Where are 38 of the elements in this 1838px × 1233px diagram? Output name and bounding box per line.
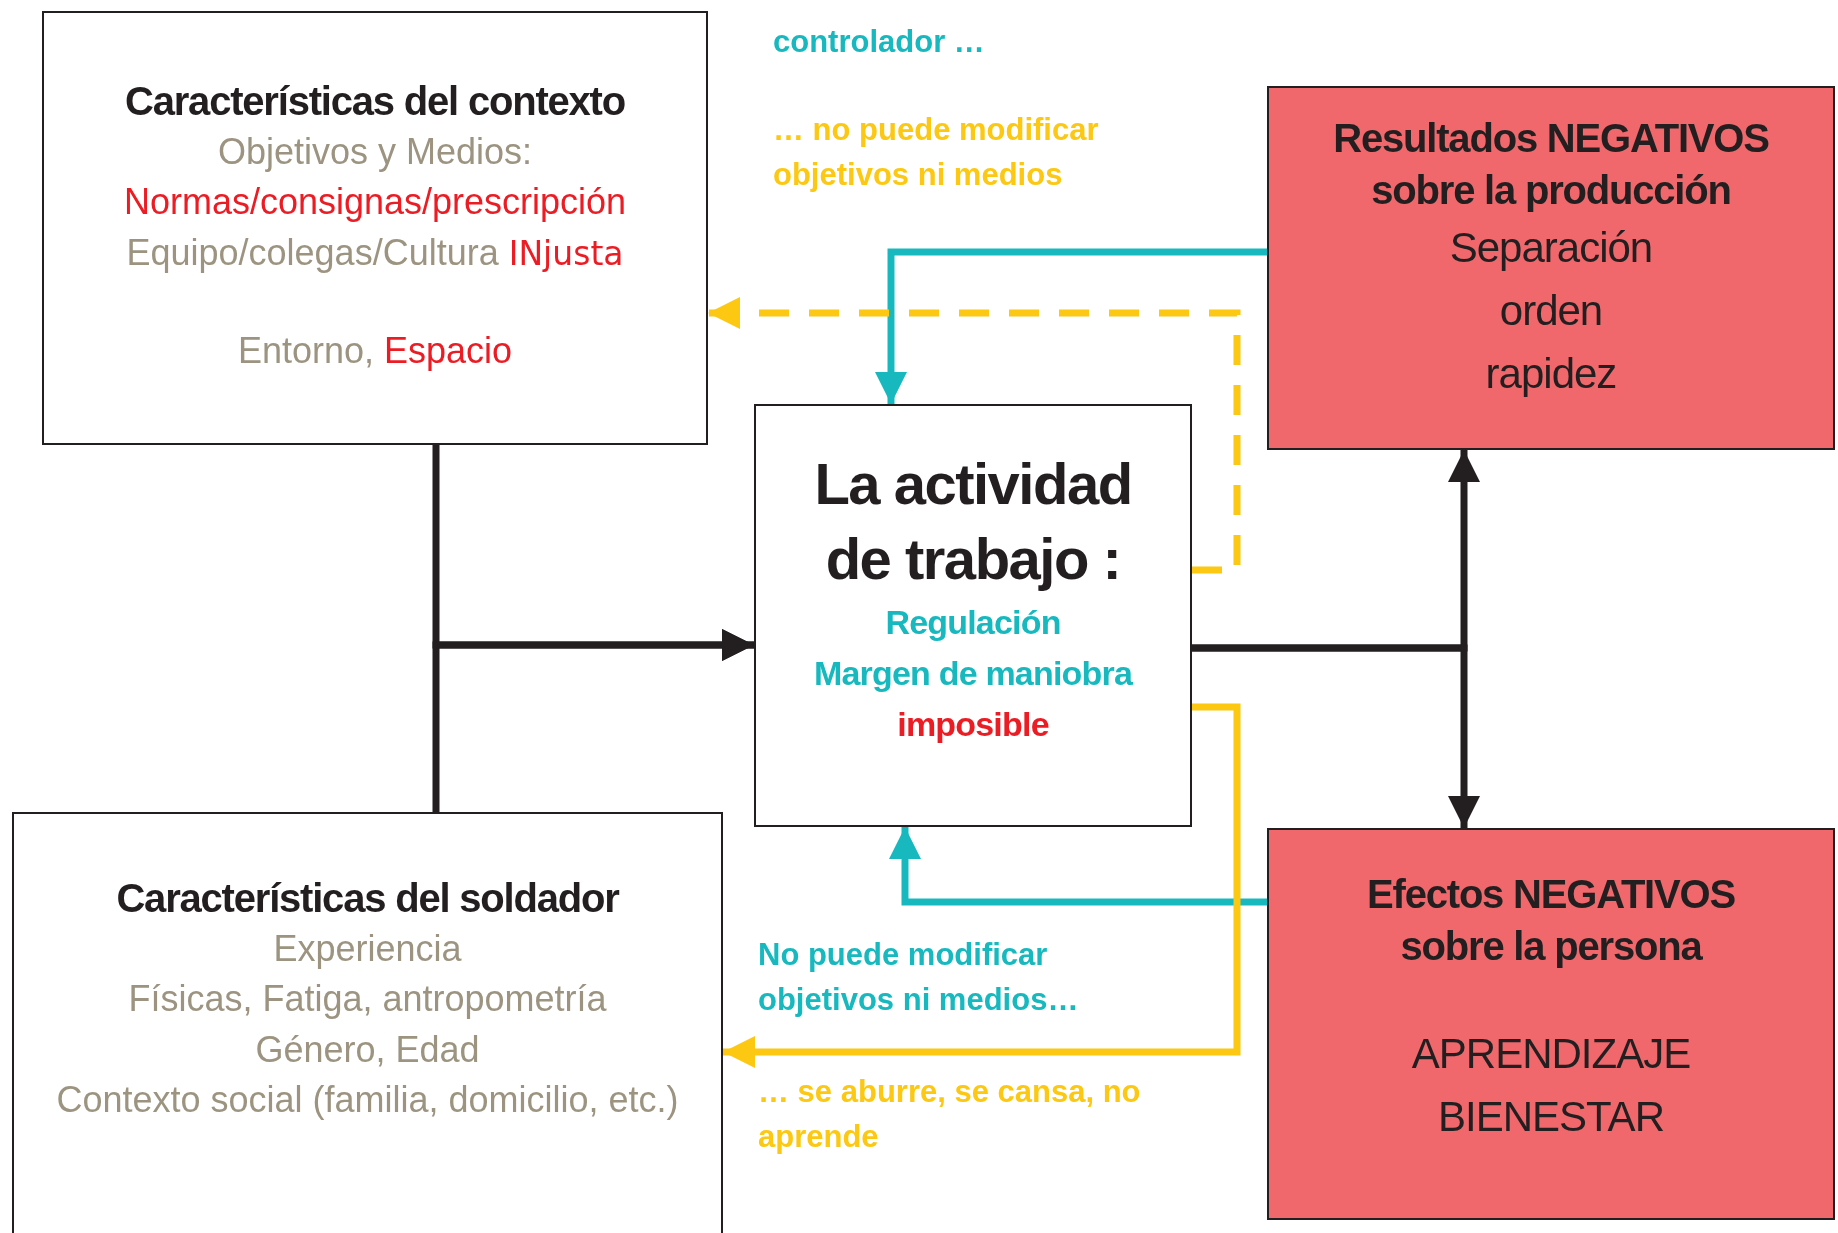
node-text: INjusta	[508, 232, 624, 275]
box	[754, 404, 1192, 827]
node-text: Género, Edad	[255, 1027, 480, 1072]
arrow	[432, 628, 754, 812]
node-text: Entorno,	[237, 329, 374, 374]
box	[12, 812, 723, 1233]
annotation-text: No puede modificar objetivos ni medios…	[758, 936, 1080, 1019]
node-text: Equipo/colegas/Cultura	[126, 230, 499, 275]
node-heading: Resultados NEGATIVOS sobre la producción	[1332, 115, 1770, 214]
arrow	[1192, 644, 1481, 828]
node-text: Objetivos y Medios:	[217, 130, 533, 174]
node-text: Físicas, Fatiga, antropometría	[128, 977, 607, 1022]
arrow	[723, 703, 1241, 1069]
arrow	[874, 248, 1267, 404]
node-text: Contexto social (familia, domicilio, etc.)	[56, 1078, 679, 1123]
box	[42, 11, 708, 445]
node-text: orden	[1499, 286, 1603, 336]
box	[1267, 86, 1835, 450]
node-text: Experiencia	[273, 927, 462, 971]
annotation-text: … no puede modificar objetivos ni medios	[773, 111, 1100, 194]
node-text: Normas/consignas/prescripción	[123, 180, 627, 225]
node-text: BIENESTAR	[1438, 1092, 1664, 1142]
node-text: Espacio	[384, 329, 513, 374]
node-text: imposible	[897, 703, 1049, 745]
node-heading: Características del contexto	[125, 78, 625, 125]
box	[1267, 828, 1835, 1220]
node-text: Margen de maniobra	[813, 652, 1133, 694]
node-text: Regulación	[885, 601, 1061, 643]
node-text: rapidez	[1485, 349, 1617, 399]
node-heading: Características del soldador	[116, 875, 619, 922]
node-heading: La actividad de trabajo :	[813, 450, 1133, 594]
node-heading: Efectos NEGATIVOS sobre la persona	[1366, 871, 1736, 970]
annotation-text: … se aburre, se cansa, no aprende	[758, 1073, 1142, 1156]
node-text: Separación	[1449, 223, 1653, 273]
node-text: APRENDIZAJE	[1411, 1029, 1691, 1079]
annotation-text: controlador …	[773, 23, 986, 61]
arrow	[888, 827, 1267, 906]
arrow	[708, 296, 1241, 574]
